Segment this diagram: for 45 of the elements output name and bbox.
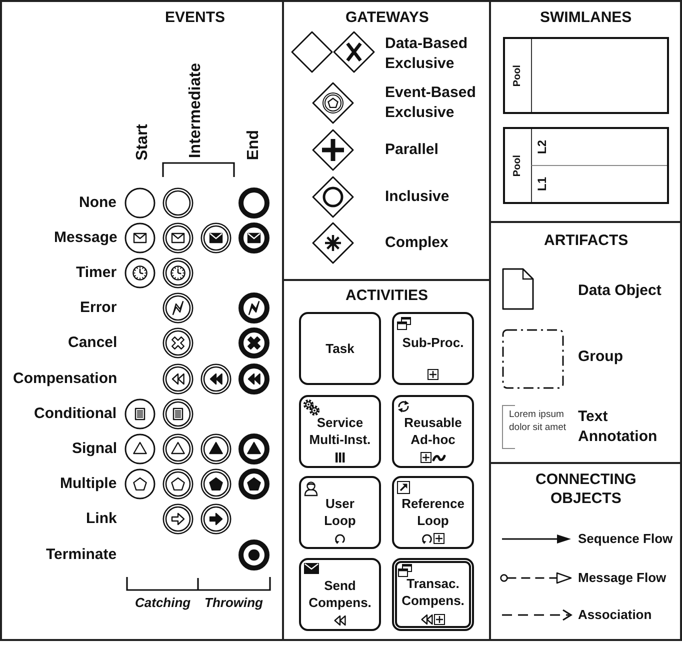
panel-title: CONNECTING OBJECTS bbox=[536, 470, 636, 508]
activity-label: User Loop bbox=[324, 496, 356, 528]
gateway-label: Inclusive bbox=[385, 188, 450, 206]
activity-label: Service Multi-Inst. bbox=[309, 415, 371, 447]
column-heading: End bbox=[244, 130, 262, 160]
gateway-label: Data-Based Exclusive bbox=[385, 35, 468, 72]
gateway-label: Complex bbox=[385, 234, 448, 252]
panel-title: ARTIFACTS bbox=[544, 231, 628, 250]
artifact-label: Text Annotation bbox=[578, 408, 658, 445]
row-label: None bbox=[79, 194, 116, 212]
activity-label: Task bbox=[326, 341, 354, 356]
artifact-label: Data Object bbox=[578, 282, 662, 300]
bracket-label: Catching bbox=[135, 595, 191, 611]
legend-label: Association bbox=[578, 607, 652, 623]
legend-label: Message Flow bbox=[578, 570, 666, 586]
gateway-label: Event-Based Exclusive bbox=[385, 84, 476, 121]
pool-label: Pool bbox=[512, 154, 524, 176]
artifact-label: Group bbox=[578, 348, 623, 366]
row-label: Signal bbox=[72, 440, 118, 458]
row-label: Conditional bbox=[34, 405, 116, 423]
row-label: Timer bbox=[76, 264, 117, 282]
panel-title: ACTIVITIES bbox=[346, 286, 428, 305]
lane-label: L1 bbox=[535, 177, 549, 192]
row-label: Error bbox=[80, 299, 117, 317]
activity-label: Transac. Compens. bbox=[402, 576, 464, 608]
row-label: Multiple bbox=[60, 475, 117, 493]
panel-title: GATEWAYS bbox=[346, 8, 429, 27]
bracket-label: Throwing bbox=[204, 595, 263, 611]
pool-label: Pool bbox=[512, 64, 524, 86]
activity-label: Send Compens. bbox=[308, 578, 372, 610]
row-label: Link bbox=[86, 510, 117, 528]
activity-label: Sub-Proc. bbox=[402, 335, 464, 350]
row-label: Message bbox=[54, 229, 118, 247]
panel-title: EVENTS bbox=[165, 8, 226, 27]
row-label: Cancel bbox=[68, 334, 118, 352]
row-label: Terminate bbox=[46, 546, 117, 564]
lane-label: L2 bbox=[535, 140, 549, 154]
column-heading: Start bbox=[132, 124, 152, 160]
activity-label: Reference Loop bbox=[402, 496, 464, 528]
activity-label: Reusable Ad-hoc bbox=[404, 415, 462, 447]
panel-title: SWIMLANES bbox=[540, 8, 632, 27]
gateway-label: Parallel bbox=[385, 141, 438, 159]
row-label: Compensation bbox=[13, 370, 118, 388]
column-heading: Intermediate bbox=[186, 63, 204, 158]
legend-label: Sequence Flow bbox=[578, 531, 673, 547]
